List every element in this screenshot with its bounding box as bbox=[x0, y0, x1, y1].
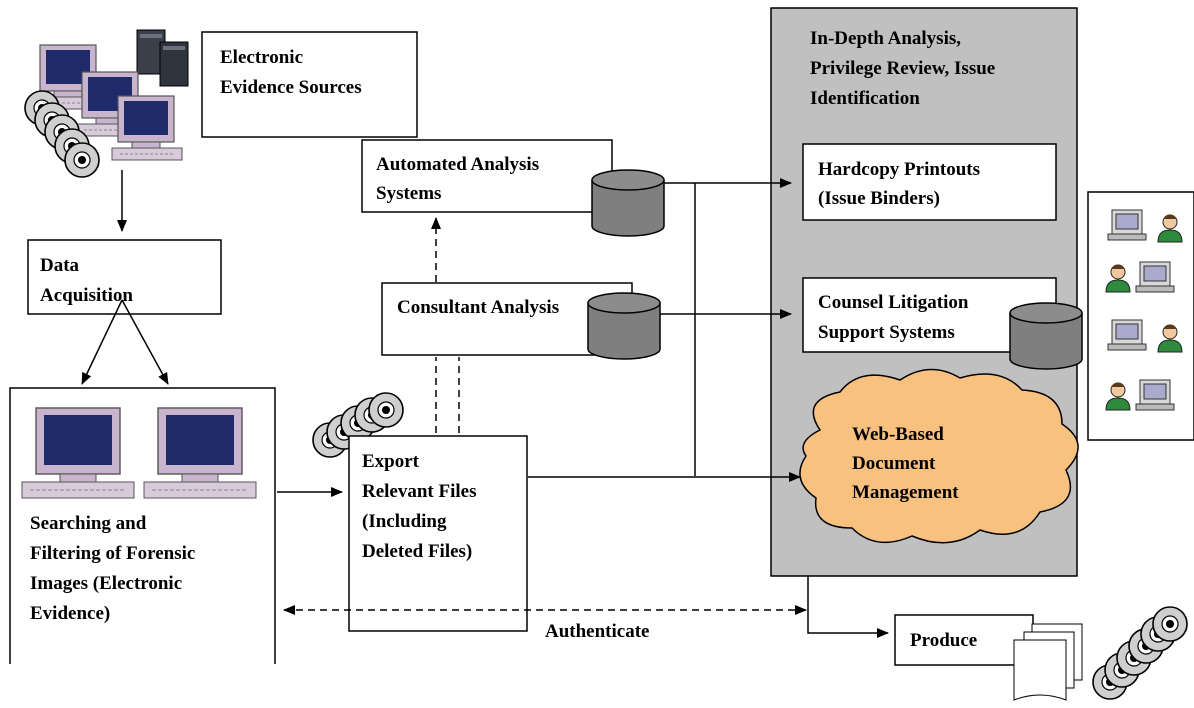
in-depth-analysis-label: In-Depth Analysis, Privilege Review, Iss… bbox=[810, 28, 1000, 109]
computer-cluster-icon bbox=[33, 29, 189, 161]
electronic-evidence-sources-box bbox=[201, 31, 418, 138]
export-files-box bbox=[348, 435, 528, 632]
arrow-acquisition-to-search-1 bbox=[81, 299, 123, 385]
automated-analysis-label: Automated Analysis Systems bbox=[376, 154, 544, 204]
data-acquisition-box bbox=[27, 239, 222, 315]
produce-box bbox=[894, 614, 1034, 666]
electronic-evidence-sources-label: Electronic Evidence Sources bbox=[220, 47, 362, 98]
data-acquisition-label: Data Acquisition bbox=[40, 255, 133, 306]
web-based-dm-cloud bbox=[799, 368, 1079, 544]
consultant-analysis-label: Consultant Analysis bbox=[397, 297, 559, 318]
export-files-label: Export Relevant Files (Including Deleted… bbox=[362, 451, 481, 562]
document-stack-icon bbox=[1013, 623, 1083, 701]
hardcopy-printouts-box bbox=[802, 143, 1057, 221]
searching-filtering-label: Searching and Filtering of Forensic Imag… bbox=[30, 513, 200, 624]
produce-label: Produce bbox=[910, 630, 977, 651]
arrow-panel-to-produce bbox=[807, 576, 889, 638]
counsel-litigation-label: Counsel Litigation Support Systems bbox=[818, 292, 973, 343]
counsel-litigation-database-icon bbox=[1009, 302, 1083, 370]
hardcopy-printouts-label: Hardcopy Printouts (Issue Binders) bbox=[818, 159, 985, 209]
authenticate-label: Authenticate bbox=[545, 621, 649, 642]
arrow-acquisition-to-search-2 bbox=[121, 299, 169, 385]
automated-analysis-database-icon bbox=[591, 169, 665, 237]
web-based-dm-label: Web-Based Document Management bbox=[852, 424, 959, 503]
produce-disc-stack-icon bbox=[1092, 606, 1188, 700]
consultant-analysis-database-icon bbox=[587, 292, 661, 360]
